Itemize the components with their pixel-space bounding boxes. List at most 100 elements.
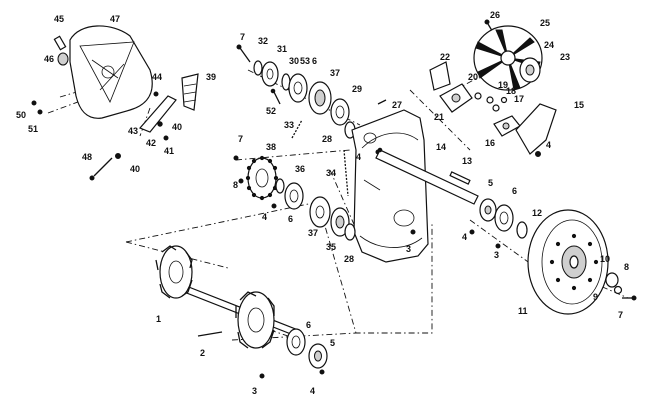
part-number-37: 37 [330,68,340,78]
part-number-4: 4 [262,212,267,222]
part-number-12: 12 [532,208,542,218]
sprocket-spacer-part [275,178,285,194]
chaincase-cover-assembly [31,25,199,181]
part-number-41: 41 [164,146,174,156]
cover-grommet-part [57,52,69,66]
part-number-28: 28 [344,254,354,264]
part-number-21: 21 [434,112,444,122]
part-number-22: 22 [440,52,450,62]
brake-assembly [429,19,557,157]
part-number-5: 5 [488,178,493,188]
left-drive-sprocket-part [155,245,193,299]
part-number-11: 11 [518,306,528,316]
part-number-43: 43 [128,126,138,136]
lower-sprocket-stack [233,147,416,241]
part-number-23: 23 [560,52,570,62]
part-number-53: 53 [300,56,310,66]
part-number-37: 37 [308,228,318,238]
part-number-36: 36 [295,164,305,174]
part-number-4: 4 [462,232,467,242]
small-sprocket-part [261,61,279,87]
large-sprocket-part [247,157,277,199]
part-number-35: 35 [326,242,336,252]
part-number-34: 34 [326,168,336,178]
part-number-1: 1 [156,314,161,324]
part-number-2: 2 [200,348,205,358]
lower-race-part [309,196,331,228]
upper-drive-stack [236,44,387,139]
part-number-18: 18 [506,86,516,96]
part-number-28: 28 [322,134,332,144]
cover-clip-part [53,35,67,51]
washer-part [253,60,263,76]
part-number-3: 3 [252,386,257,396]
part-number-40: 40 [130,164,140,174]
part-number-52: 52 [266,106,276,116]
part-number-50: 50 [16,110,26,120]
part-number-8: 8 [233,180,238,190]
shaft-flange-part [494,204,514,232]
part-number-6: 6 [312,56,317,66]
small-washer-part [474,92,482,100]
part-number-40: 40 [172,122,182,132]
part-number-38: 38 [266,142,276,152]
pulley-washer-part [605,272,619,288]
part-number-17: 17 [514,94,524,104]
part-number-6: 6 [512,186,517,196]
drive-shaft-part [375,149,479,205]
bearing-flange-part [288,73,308,103]
part-number-46: 46 [44,54,54,64]
part-number-30: 30 [289,56,299,66]
upper-race-part [330,98,350,126]
tension-arm-part [138,95,177,133]
part-number-20: 20 [468,72,478,82]
part-number-6: 6 [288,214,293,224]
axle-key-part [197,331,223,337]
part-number-13: 13 [462,156,472,166]
part-number-27: 27 [392,100,402,110]
part-number-5: 5 [330,338,335,348]
part-number-7: 7 [240,32,245,42]
cover-bracket-part [181,73,199,111]
part-number-4: 4 [356,152,361,162]
part-number-31: 31 [277,44,287,54]
track-drive-axle [155,245,328,379]
right-drive-sprocket-part [235,291,275,349]
part-number-26: 26 [490,10,500,20]
part-number-14: 14 [436,142,446,152]
part-number-8: 8 [624,262,629,272]
part-number-25: 25 [540,18,550,28]
part-number-10: 10 [600,254,610,264]
chaincase-cover-plate [69,25,153,119]
part-number-19: 19 [498,80,508,90]
brake-pad-bracket-part [429,61,451,91]
lower-chain-part [343,149,349,197]
part-number-42: 42 [146,138,156,148]
part-number-9: 9 [593,292,598,302]
part-number-7: 7 [618,310,623,320]
part-number-15: 15 [574,100,584,110]
part-number-39: 39 [206,72,216,82]
part-number-47: 47 [110,14,120,24]
part-number-3: 3 [406,244,411,254]
part-number-3: 3 [494,250,499,260]
mount-bracket-part [515,103,557,155]
part-number-33: 33 [284,120,294,130]
lower-seal-part [344,223,356,241]
chaincase-housing [351,109,479,263]
part-number-16: 16 [485,138,495,148]
part-number-24: 24 [544,40,554,50]
part-number-7: 7 [238,134,243,144]
part-number-6: 6 [306,320,311,330]
part-number-45: 45 [54,14,64,24]
part-number-4: 4 [546,140,551,150]
chaincase-housing-part [351,109,429,263]
part-number-32: 32 [258,36,268,46]
part-number-44: 44 [152,72,162,82]
shaft-key-part [449,171,471,185]
axle-flange-part [286,328,306,356]
part-number-29: 29 [352,84,362,94]
part-number-4: 4 [310,386,315,396]
